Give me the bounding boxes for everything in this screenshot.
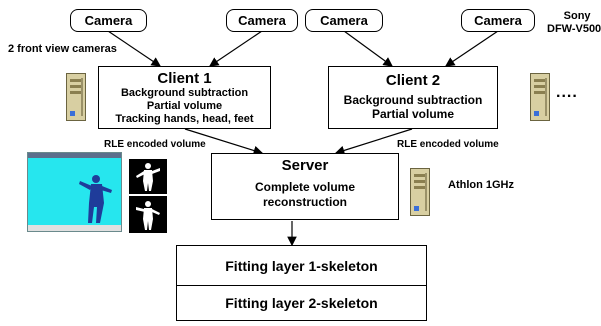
client1-line: Partial volume (146, 100, 223, 112)
fitting-layer-1-box: Fitting layer 1-skeleton (176, 245, 427, 286)
client1-box: Client 1 Background subtraction Partial … (98, 66, 271, 129)
white-silhouette-icon (136, 163, 160, 191)
rle-label-right: RLE encoded volume (397, 139, 499, 150)
white-silhouette-icon (136, 201, 160, 230)
camera-model-label: Sony DFW-V500 (547, 10, 601, 35)
fitting-layer-1-label: Fitting layer 1-skeleton (225, 257, 378, 274)
thumbnail-statusbar (28, 225, 121, 231)
server-title: Server (281, 157, 329, 174)
camera-box-1: Camera (70, 9, 147, 32)
arrow-cam1-client1 (107, 30, 161, 67)
camera-box-3: Camera (305, 9, 383, 32)
client2-title: Client 2 (385, 72, 441, 89)
arrow-client1-server (184, 128, 264, 156)
fitting-layer-2-box: Fitting layer 2-skeleton (176, 285, 427, 321)
camera-label: Camera (84, 13, 133, 28)
server-cpu-label: Athlon 1GHz (448, 179, 514, 191)
camera-box-4: Camera (461, 9, 535, 32)
client1-line: Background subtraction (120, 87, 249, 99)
video-frame-thumbnail (27, 152, 122, 232)
more-clients-ellipsis: .... (556, 84, 578, 101)
computer-tower-icon (66, 73, 86, 121)
client2-line: Background subtraction (343, 93, 483, 107)
arrow-cam2-client1 (209, 30, 263, 67)
camera-label: Camera (474, 13, 522, 28)
client1-title: Client 1 (157, 70, 212, 87)
silhouette-panel-top (129, 159, 167, 194)
computer-tower-icon (410, 168, 430, 216)
client2-box: Client 2 Background subtraction Partial … (328, 66, 498, 129)
fitting-layer-2-label: Fitting layer 2-skeleton (225, 295, 378, 311)
arrow-cam4-client2 (445, 30, 499, 67)
camera-label: Camera (320, 13, 368, 28)
client1-line: Tracking hands, head, feet (115, 113, 254, 125)
server-box: Server Complete volume reconstruction (211, 153, 399, 220)
arrow-client2-server (334, 128, 413, 156)
camera-label: Camera (238, 13, 286, 28)
silhouette-panel-bottom (129, 196, 167, 233)
person-silhouette-icon (79, 175, 112, 223)
computer-tower-icon (530, 73, 550, 121)
front-view-note: 2 front view cameras (8, 43, 117, 55)
thumbnail-toolbar (28, 153, 121, 158)
camera-box-2: Camera (226, 9, 298, 32)
arrow-cam3-client2 (343, 30, 393, 67)
client2-line: Partial volume (371, 107, 455, 121)
server-line: Complete volume (254, 180, 356, 194)
server-line: reconstruction (262, 195, 347, 209)
rle-label-left: RLE encoded volume (104, 139, 206, 150)
